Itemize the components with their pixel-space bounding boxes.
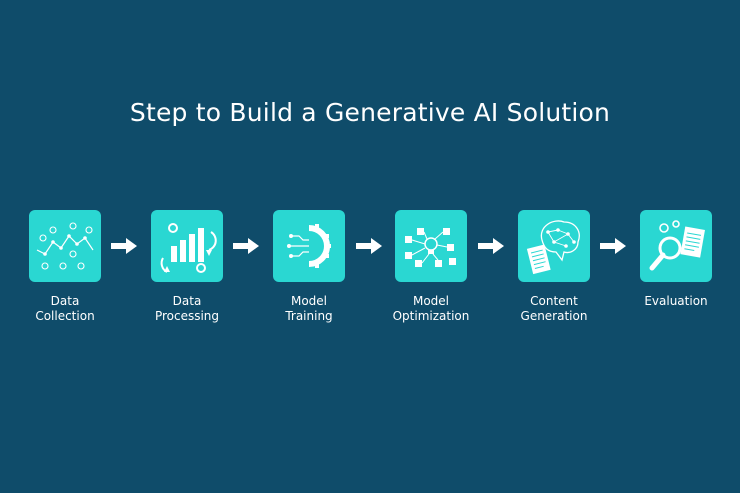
step-tile	[29, 210, 101, 282]
step-label: Data Collection	[35, 294, 95, 323]
arrow-right-icon	[478, 238, 504, 254]
step-label: Data Processing	[154, 294, 220, 323]
step-tile	[395, 210, 467, 282]
arrow-right-icon	[111, 238, 137, 254]
data-collection-icon	[36, 222, 94, 270]
step-label: Model Optimization	[392, 294, 470, 323]
step-label: Evaluation	[644, 294, 708, 308]
step-tile	[273, 210, 345, 282]
arrow-right-icon	[600, 238, 626, 254]
model-training-icon	[287, 224, 331, 268]
step-tile	[640, 210, 712, 282]
evaluation-icon	[649, 220, 705, 271]
page-title: Step to Build a Generative AI Solution	[129, 98, 611, 127]
step-label: Model Training	[285, 294, 333, 323]
data-processing-icon	[160, 223, 217, 273]
arrow-right-icon	[233, 238, 259, 254]
content-generation-icon	[526, 220, 580, 275]
model-optimization-icon	[405, 228, 456, 267]
step-tile	[518, 210, 590, 282]
step-label: Content Generation	[520, 294, 588, 323]
step-tile	[151, 210, 223, 282]
arrow-right-icon	[356, 238, 382, 254]
